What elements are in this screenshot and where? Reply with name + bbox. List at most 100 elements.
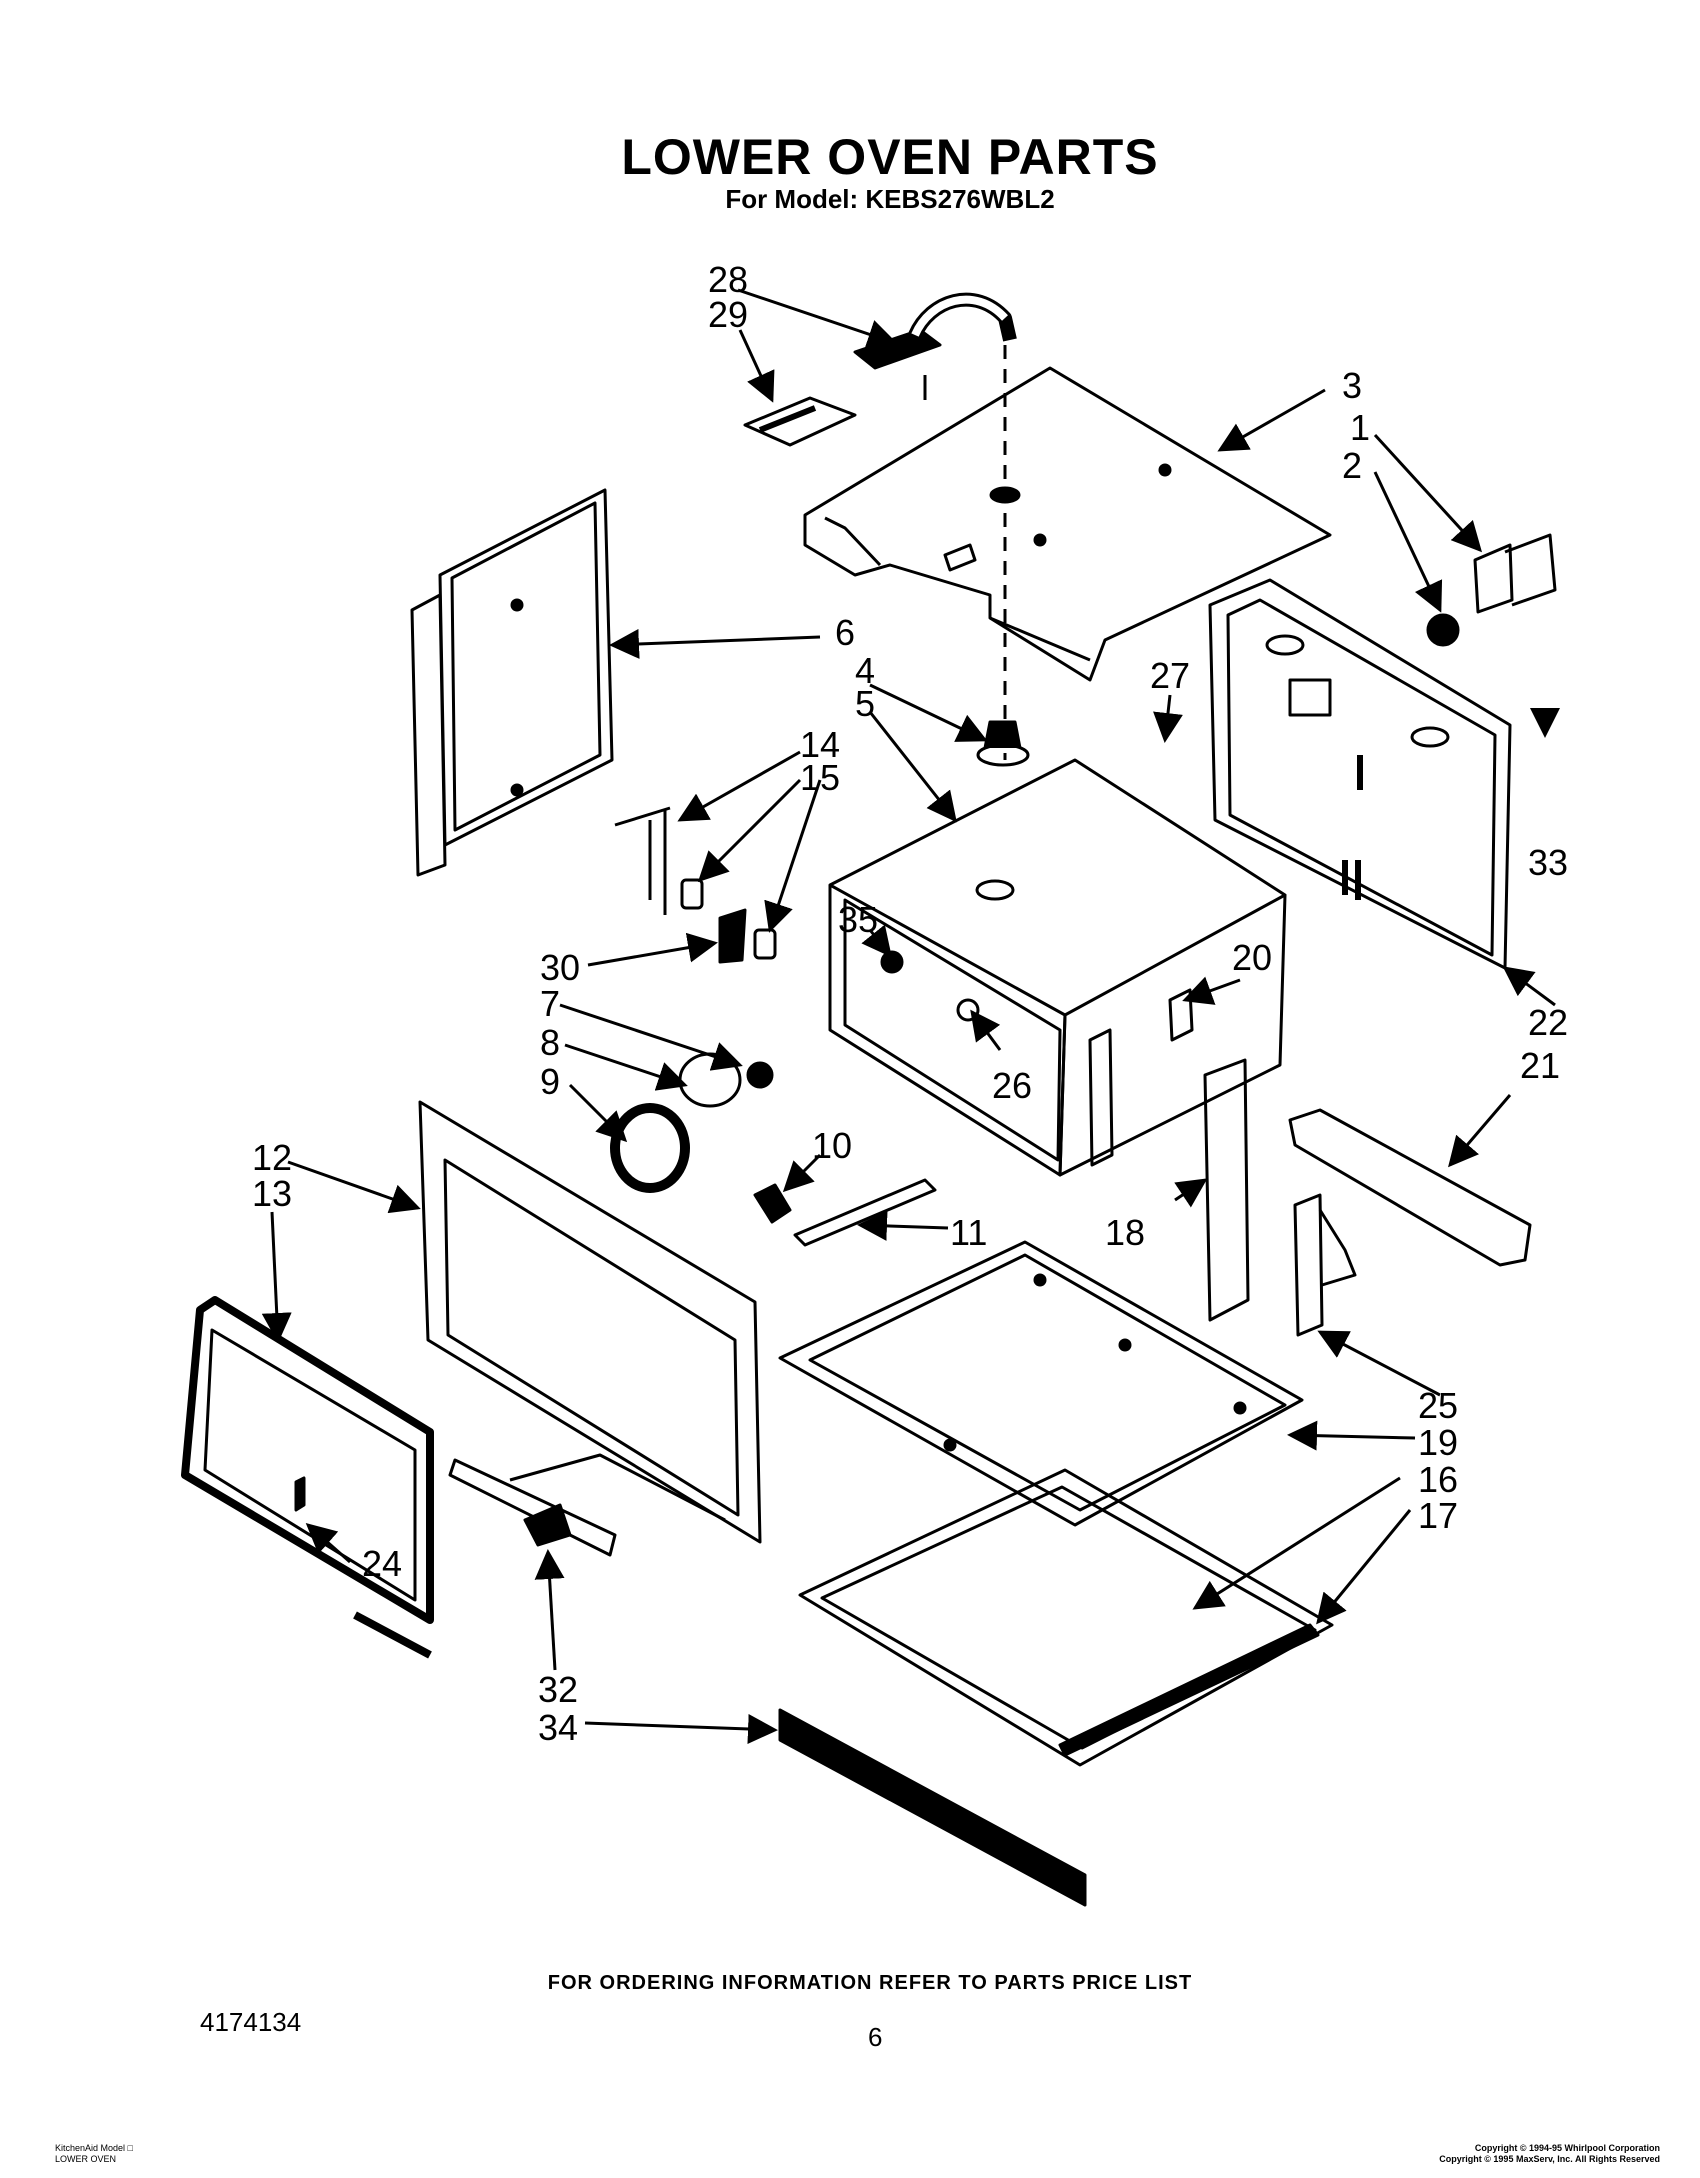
leader-2 <box>1373 471 1443 613</box>
leader-21 <box>1448 1094 1512 1168</box>
callout-33: 33 <box>1528 842 1568 883</box>
knob-part <box>1426 613 1460 647</box>
leader-27 <box>1153 694 1183 743</box>
door-gasket-part <box>181 1296 434 1659</box>
model-footer-line2: LOWER OVEN <box>55 2154 117 2164</box>
drawer-panel-part <box>798 1468 1334 1767</box>
leader-19 <box>1287 1420 1416 1451</box>
callout-15: 15 <box>800 757 840 798</box>
leader-9 <box>568 1083 628 1143</box>
leader-26 <box>970 1009 1002 1051</box>
page-number: 6 <box>868 2022 883 2052</box>
copyright-footer: Copyright © 1994-95 Whirlpool Corporatio… <box>1439 2143 1660 2165</box>
support-rail-part <box>1288 1108 1532 1267</box>
callout-17: 17 <box>1418 1495 1458 1536</box>
side-bracket-part <box>1203 1058 1250 1322</box>
leader-3 <box>1217 388 1326 452</box>
callout-19: 19 <box>1418 1422 1458 1463</box>
callout-21: 21 <box>1520 1045 1560 1086</box>
callout-35: 35 <box>838 899 878 940</box>
left-side-panel-part <box>410 488 614 877</box>
callout-12: 12 <box>252 1137 292 1178</box>
grommet-part <box>976 720 1030 767</box>
callout-11: 11 <box>950 1212 987 1253</box>
ordering-note: FOR ORDERING INFORMATION REFER TO PARTS … <box>547 1972 1193 1994</box>
door-frame-part <box>418 1100 762 1544</box>
leader-1 <box>1373 433 1483 553</box>
callout-20: 20 <box>1232 937 1272 978</box>
leader-25 <box>1317 1330 1441 1397</box>
leader-11 <box>857 1210 949 1241</box>
leader-12 <box>287 1160 421 1214</box>
oven-bottom-panel-part <box>778 1240 1304 1527</box>
model-footer: KitchenAid Model □ LOWER OVEN <box>55 2143 133 2165</box>
callout-34: 34 <box>538 1707 578 1748</box>
gasket-ring-part <box>975 879 1015 901</box>
leader-20 <box>1182 976 1241 1005</box>
copyright-line1: Copyright © 1994-95 Whirlpool Corporatio… <box>1474 2143 1660 2153</box>
leader-32 <box>534 1549 565 1671</box>
callout-10: 10 <box>812 1125 852 1166</box>
callout-13: 13 <box>252 1173 292 1214</box>
model-footer-line1: KitchenAid Model □ <box>55 2143 133 2153</box>
terminal-bracket-part <box>1473 533 1557 614</box>
callout-25: 25 <box>1418 1385 1458 1426</box>
callout-8: 8 <box>540 1022 560 1063</box>
leader-14 <box>677 750 801 822</box>
leader-35 <box>861 924 892 958</box>
drawer-front-part <box>778 1708 1087 1907</box>
callout-30: 30 <box>540 947 580 988</box>
leader-29 <box>738 329 775 403</box>
switch-bracket-part <box>614 806 671 915</box>
callout-18: 18 <box>1105 1212 1145 1253</box>
callout-2: 2 <box>1342 445 1362 486</box>
hinge-part <box>1293 1193 1357 1337</box>
callout-6: 6 <box>835 612 855 653</box>
callout-4: 4 <box>855 650 875 691</box>
leader-17 <box>1316 1509 1412 1625</box>
copyright-line2: Copyright © 1995 MaxServ, Inc. All Right… <box>1439 2154 1660 2164</box>
leader-13 <box>261 1211 292 1343</box>
leader-15a <box>697 778 802 883</box>
vent-duct-part <box>853 292 1017 400</box>
callout-16: 16 <box>1418 1459 1458 1500</box>
top-panel-part <box>803 366 1332 682</box>
callout-28: 28 <box>708 259 748 300</box>
leader-28 <box>737 288 898 349</box>
leader-24 <box>305 1523 351 1564</box>
page-title: LOWER OVEN PARTS <box>621 129 1159 185</box>
leader-34 <box>584 1714 778 1744</box>
callout-29: 29 <box>708 294 748 335</box>
latch-part <box>753 1183 792 1224</box>
oven-light-part <box>610 1052 774 1193</box>
leader-15b <box>764 779 822 933</box>
callout-5: 5 <box>855 683 875 724</box>
oven-cavity-part <box>828 758 1287 1177</box>
document-number: 4174134 <box>200 2007 302 2037</box>
door-trim-part <box>448 1458 617 1557</box>
rail-part <box>793 1178 937 1247</box>
callout-7: 7 <box>540 983 560 1024</box>
leader-22 <box>1502 966 1556 1007</box>
clip-part-lower <box>753 928 777 960</box>
rear-panel-part <box>1208 578 1512 970</box>
callout-26: 26 <box>992 1065 1032 1106</box>
callout-32: 32 <box>538 1669 578 1710</box>
switch-part <box>718 908 747 964</box>
leader-30 <box>587 932 718 967</box>
leader-6 <box>609 628 821 659</box>
leader-5 <box>868 711 957 823</box>
door-clip-part <box>294 1476 306 1512</box>
leader-10 <box>782 1153 822 1193</box>
callout-27: 27 <box>1150 655 1190 696</box>
leader-18 <box>1174 1178 1208 1208</box>
clip-part-upper <box>680 878 704 910</box>
callout-24: 24 <box>362 1543 402 1584</box>
leader-4 <box>869 683 988 742</box>
callout-14: 14 <box>800 724 840 765</box>
model-subtitle: For Model: KEBS276WBL2 <box>725 184 1055 214</box>
callout-22: 22 <box>1528 1002 1568 1043</box>
leader-16 <box>1192 1476 1401 1610</box>
leader-8 <box>564 1043 688 1091</box>
